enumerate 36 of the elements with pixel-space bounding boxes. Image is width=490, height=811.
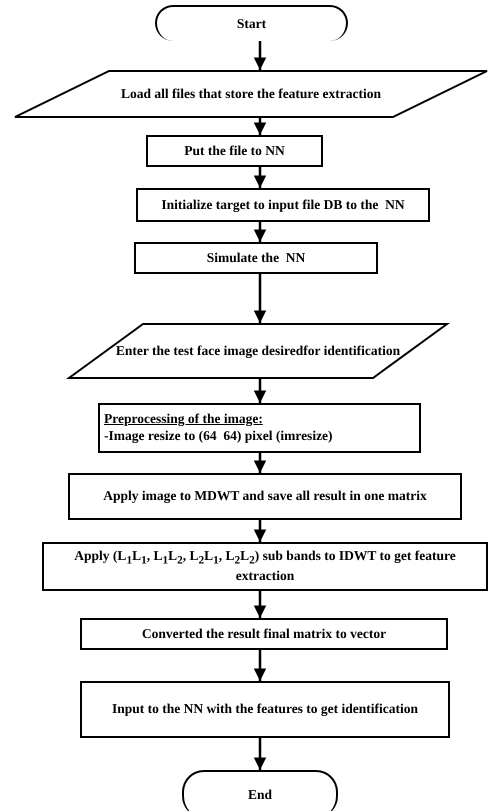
step-text: Initialize target to input file DB to the NN (161, 196, 405, 214)
step-text: End (248, 786, 272, 804)
step-heading: Preprocessing of the image: (104, 411, 263, 428)
process-box (80, 681, 450, 738)
step-text: -Image resize to (64 64) pixel (imresize) (104, 428, 333, 445)
step-text: Converted the result final matrix to vector (142, 626, 386, 642)
terminal-shape (155, 5, 348, 41)
arrow (254, 274, 266, 323)
arrow (254, 520, 266, 542)
process-box (136, 188, 430, 222)
process-box (80, 618, 448, 650)
step-text: Load all files that store the feature extraction (120, 86, 382, 102)
step-text: Apply image to MDWT and save all result in one matrix (103, 488, 427, 505)
step-text: Input to the NN with the features to get identification (112, 701, 418, 718)
arrow (254, 118, 266, 135)
step-text: Apply (L$_{1}$L$_{1}$, L$_{1}$L$_{2}$, L$_{2}$L$_{1}$, L$_{2}$L$_{2}$) sub bands to IDWT to get feature extraction (73, 548, 457, 585)
step-text: Enter the test face image desiredfor identification (116, 342, 400, 360)
arrow (254, 650, 266, 681)
arrow (254, 41, 266, 70)
process-box (146, 135, 323, 167)
arrow (254, 738, 266, 770)
step-text: Start (236, 16, 266, 32)
process-box (134, 242, 378, 274)
arrow (254, 222, 266, 242)
step-text: Simulate the NN (206, 250, 306, 266)
input-output-parallelogram (68, 323, 448, 379)
arrow (254, 453, 266, 473)
step-text: Put the file to NN (184, 142, 285, 160)
terminal-shape (182, 770, 338, 811)
process-box (42, 542, 488, 591)
process-box (68, 473, 462, 520)
input-output-parallelogram (14, 70, 488, 118)
arrow (254, 591, 266, 618)
process-box (98, 403, 421, 453)
arrow (254, 379, 266, 403)
arrow (254, 167, 266, 188)
